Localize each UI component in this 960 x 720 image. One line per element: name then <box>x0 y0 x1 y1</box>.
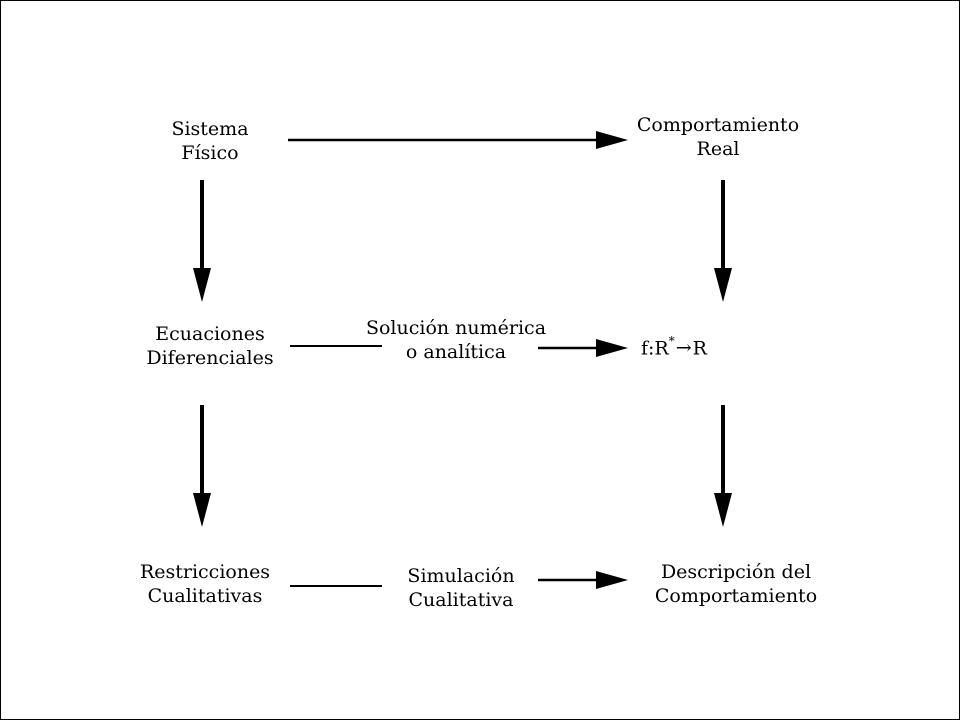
funcion-lhs: f:R <box>641 337 669 360</box>
node-ecuaciones-line2: Diferenciales <box>146 347 274 369</box>
node-restricciones-cualitativas: Restricciones Cualitativas <box>120 560 290 608</box>
edge-funcion-to-descripcion <box>714 405 732 527</box>
node-comportamiento-real: Comportamiento Real <box>618 113 818 161</box>
node-simulacion-line1: Simulación <box>407 565 515 587</box>
edge-comportamiento-to-funcion <box>714 180 732 302</box>
node-simulacion-label: Simulación Cualitativa <box>388 564 534 612</box>
funcion-rhs: R <box>692 337 707 360</box>
edge-ecuaciones-to-restricciones <box>193 405 211 527</box>
node-funcion: f:R*→R <box>641 334 707 360</box>
edge-sistema-to-comportamiento <box>288 131 628 149</box>
node-comportamiento-real-line1: Comportamiento <box>636 114 800 136</box>
funcion-arrow-icon: → <box>675 337 692 360</box>
node-ecuaciones-line1: Ecuaciones <box>155 323 265 345</box>
funcion-superscript: * <box>668 334 675 348</box>
node-descripcion-comportamiento: Descripción del Comportamiento <box>636 560 836 608</box>
edge-restricciones-to-descripcion <box>290 571 628 589</box>
node-simulacion-line2: Cualitativa <box>408 589 514 611</box>
node-solucion-line1: Solución numérica <box>365 317 547 339</box>
node-restricciones-line1: Restricciones <box>139 561 271 583</box>
node-solucion-line2: o analítica <box>405 341 507 363</box>
node-descripcion-line1: Descripción del <box>660 561 812 583</box>
node-sistema-fisico-line2: Físico <box>181 142 239 164</box>
edge-ecuaciones-to-funcion <box>290 339 628 357</box>
edge-sistema-to-ecuaciones <box>193 180 211 302</box>
node-sistema-fisico: Sistema Físico <box>150 117 270 165</box>
node-sistema-fisico-line1: Sistema <box>171 118 249 140</box>
node-comportamiento-real-line2: Real <box>696 138 740 160</box>
node-descripcion-line2: Comportamiento <box>654 585 818 607</box>
node-ecuaciones-diferenciales: Ecuaciones Diferenciales <box>125 322 295 370</box>
node-solucion-label: Solución numérica o analítica <box>350 316 562 364</box>
node-restricciones-line2: Cualitativas <box>147 585 263 607</box>
